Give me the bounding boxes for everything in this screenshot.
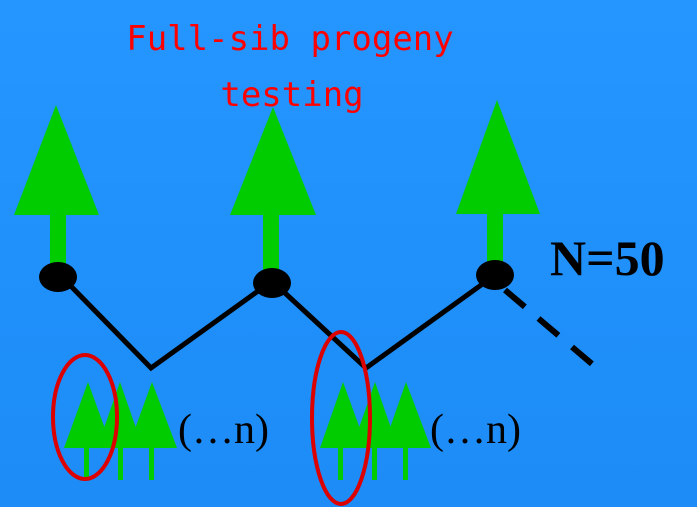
progeny-1a-crown bbox=[64, 382, 112, 448]
progeny-group-2 bbox=[320, 382, 431, 480]
progeny-2c-trunk bbox=[403, 445, 408, 480]
parent-tree-3-crown bbox=[456, 100, 540, 214]
population-size-label: N=50 bbox=[550, 230, 665, 286]
progeny-2a-crown bbox=[320, 382, 367, 448]
progeny-group-1 bbox=[64, 382, 177, 480]
title-line-1: Full-sib progeny bbox=[126, 19, 454, 59]
progeny-1c-crown bbox=[128, 382, 177, 448]
parent-node-2 bbox=[253, 268, 291, 298]
selection-ellipse-2 bbox=[310, 330, 372, 506]
progeny-2c-crown bbox=[383, 382, 431, 448]
progeny-1b-crown bbox=[97, 382, 143, 448]
parent-tree-1 bbox=[14, 105, 99, 270]
parent-node-3 bbox=[476, 260, 514, 290]
progeny-count-label-1: (…n) bbox=[178, 407, 269, 453]
parent-tree-2-trunk bbox=[263, 210, 279, 275]
parent-node-1 bbox=[39, 262, 77, 292]
progeny-2a-trunk bbox=[338, 445, 343, 480]
title-line-2: testing bbox=[220, 75, 363, 115]
progeny-count-label-2: (…n) bbox=[430, 407, 521, 453]
progeny-1a-trunk bbox=[84, 445, 89, 480]
parent-tree-2-crown bbox=[230, 107, 316, 215]
parent-tree-2 bbox=[230, 107, 316, 275]
continuation-dashed-line bbox=[503, 287, 607, 378]
progeny-2b-crown bbox=[352, 382, 398, 448]
parent-tree-1-trunk bbox=[50, 210, 66, 270]
progeny-1b-trunk bbox=[118, 445, 123, 480]
progeny-1c-trunk bbox=[149, 445, 154, 480]
parent-tree-1-crown bbox=[14, 105, 99, 215]
progeny-2b-trunk bbox=[372, 445, 377, 480]
parent-tree-3 bbox=[456, 100, 540, 278]
selection-ellipse-1 bbox=[51, 353, 119, 481]
